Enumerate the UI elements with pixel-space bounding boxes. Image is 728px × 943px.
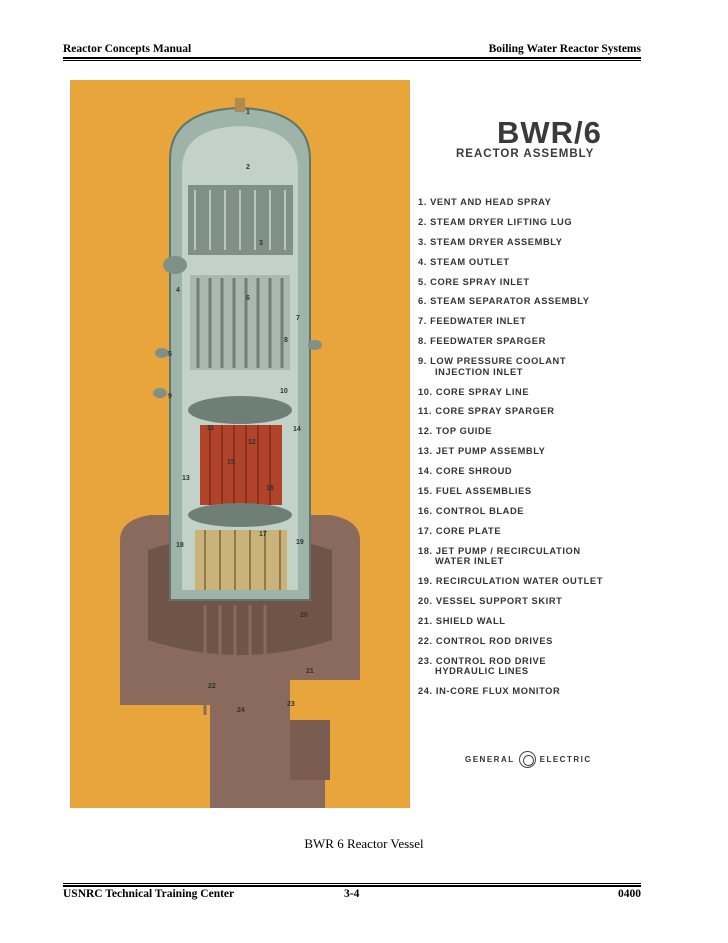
list-item: 4. STEAM OUTLET xyxy=(418,256,510,267)
list-item: 23. CONTROL ROD DRIVE HYDRAULIC LINES xyxy=(418,655,547,677)
diagram-number-label: 7 xyxy=(296,315,300,322)
list-item: 7. FEEDWATER INLET xyxy=(418,316,527,327)
diagram-number-label: 23 xyxy=(287,701,295,708)
diagram-number-label: 8 xyxy=(284,337,288,344)
diagram-number-label: 1 xyxy=(246,109,250,116)
diagram-number-label: 15 xyxy=(227,459,235,466)
footer-left: USNRC Technical Training Center xyxy=(63,888,235,900)
list-item: 11. CORE SPRAY SPARGER xyxy=(418,406,555,417)
plate-subtitle: REACTOR ASSEMBLY xyxy=(456,148,595,160)
diagram-number-label: 17 xyxy=(259,531,267,538)
header-left: Reactor Concepts Manual xyxy=(63,43,192,55)
manufacturer-logo: GENERAL ELECTRIC xyxy=(465,751,592,768)
diagram-number-label: 4 xyxy=(176,287,180,294)
list-item: 17. CORE PLATE xyxy=(418,525,502,536)
list-item: 6. STEAM SEPARATOR ASSEMBLY xyxy=(418,296,590,307)
list-item: 19. RECIRCULATION WATER OUTLET xyxy=(418,576,603,587)
list-item: 16. CONTROL BLADE xyxy=(418,505,525,516)
footer-right: 0400 xyxy=(618,888,641,900)
footer-rule xyxy=(63,883,641,887)
diagram-number-label: 24 xyxy=(237,707,245,714)
diagram-number-label: 19 xyxy=(296,539,304,546)
diagram-number-label: 18 xyxy=(176,542,184,549)
diagram-number-label: 6 xyxy=(246,295,250,302)
manufacturer-right: ELECTRIC xyxy=(539,755,592,764)
figure-caption: BWR 6 Reactor Vessel xyxy=(304,836,424,851)
list-item: 9. LOW PRESSURE COOLANT INJECTION INLET xyxy=(418,356,567,377)
diagram-number-label: 5 xyxy=(168,351,172,358)
diagram-number-label: 11 xyxy=(207,425,215,432)
list-item: 10. CORE SPRAY LINE xyxy=(418,386,530,397)
list-item: 12. TOP GUIDE xyxy=(418,426,493,437)
plate-title: BWR/6 xyxy=(497,115,602,150)
diagram-number-label: 14 xyxy=(293,426,301,433)
list-item: 5. CORE SPRAY INLET xyxy=(418,276,530,287)
diagram-number-label: 22 xyxy=(208,683,216,690)
diagram-number-label: 20 xyxy=(300,612,308,619)
reactor-vessel-drawing: 1 2 3 4 5 6 7 8 9 10 11 12 13 14 15 16 1… xyxy=(120,98,360,808)
diagram-number-label: 21 xyxy=(306,668,314,675)
list-item: 13. JET PUMP ASSEMBLY xyxy=(418,446,546,457)
diagram-number-label: 13 xyxy=(182,475,190,482)
page-number: 3-4 xyxy=(344,888,360,900)
list-item: 18. JET PUMP / RECIRCULATION WATER INLET xyxy=(418,545,581,567)
diagram-number-label: 10 xyxy=(280,388,288,395)
list-item: 21. SHIELD WALL xyxy=(418,615,506,626)
header-rule xyxy=(63,57,641,61)
ge-monogram-icon xyxy=(518,751,536,768)
diagram-number-label: 2 xyxy=(246,164,250,171)
list-item: 20. VESSEL SUPPORT SKIRT xyxy=(418,595,563,606)
component-legend: BWR/6 REACTOR ASSEMBLY 1. VENT AND HEAD … xyxy=(410,80,635,808)
list-item: 3. STEAM DRYER ASSEMBLY xyxy=(418,236,563,247)
list-item: 24. IN-CORE FLUX MONITOR xyxy=(418,685,561,696)
list-item: 22. CONTROL ROD DRIVES xyxy=(418,635,553,646)
list-item: 2. STEAM DRYER LIFTING LUG xyxy=(418,216,573,227)
reactor-cutaway-illustration: 1 2 3 4 5 6 7 8 9 10 11 12 13 14 15 16 1… xyxy=(70,80,410,808)
list-item: 14. CORE SHROUD xyxy=(418,466,513,477)
reactor-assembly-plate: 1 2 3 4 5 6 7 8 9 10 11 12 13 14 15 16 1… xyxy=(70,80,635,808)
header-right: Boiling Water Reactor Systems xyxy=(488,43,641,55)
list-item: 1. VENT AND HEAD SPRAY xyxy=(418,197,552,207)
diagram-number-label: 12 xyxy=(248,439,256,446)
list-item: 15. FUEL ASSEMBLIES xyxy=(418,485,532,496)
diagram-number-label: 16 xyxy=(266,485,274,492)
diagram-number-label: 9 xyxy=(168,393,172,400)
component-list: 1. VENT AND HEAD SPRAY 2. STEAM DRYER LI… xyxy=(418,197,603,706)
manufacturer-left: GENERAL xyxy=(465,755,515,764)
list-item: 8. FEEDWATER SPARGER xyxy=(418,336,546,347)
diagram-number-label: 3 xyxy=(259,240,263,247)
